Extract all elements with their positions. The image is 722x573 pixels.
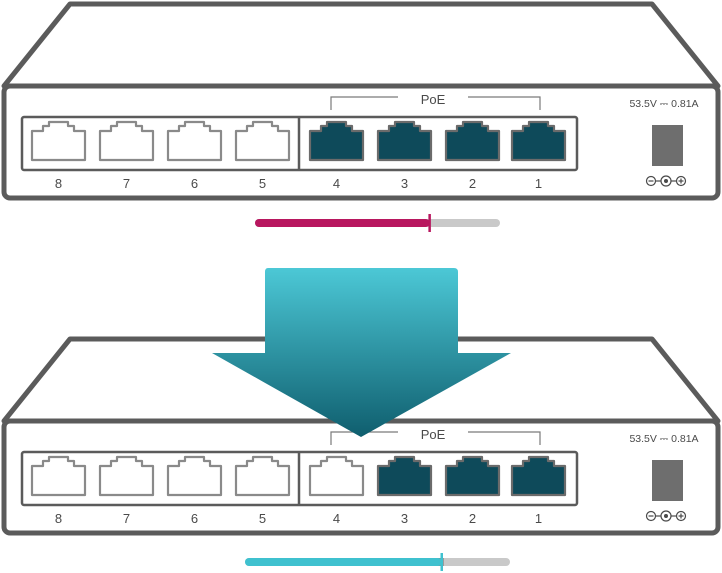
ethernet-port-5: 5 xyxy=(234,120,291,191)
port-number-label: 1 xyxy=(535,176,542,191)
port-number-label: 8 xyxy=(55,176,62,191)
down-arrow-icon xyxy=(212,268,511,437)
poe-port-active-icon xyxy=(376,455,433,497)
poe-label: PoE xyxy=(421,92,446,107)
port-inactive-icon xyxy=(234,455,291,497)
ethernet-port-3: 3 xyxy=(376,120,433,191)
poe-port-active-icon xyxy=(444,455,501,497)
port-number-label: 5 xyxy=(259,511,266,526)
port-number-label: 7 xyxy=(123,176,130,191)
port-number-label: 1 xyxy=(535,511,542,526)
poe-port-active-icon xyxy=(510,455,567,497)
ethernet-port-5: 5 xyxy=(234,455,291,526)
ethernet-port-6: 6 xyxy=(166,455,223,526)
ethernet-port-6: 6 xyxy=(166,120,223,191)
ethernet-port-8: 8 xyxy=(30,455,87,526)
polarity-symbol-icon xyxy=(645,510,687,522)
port-number-label: 8 xyxy=(55,511,62,526)
poe-bracket: PoE xyxy=(330,92,541,110)
port-number-label: 6 xyxy=(191,176,198,191)
power-rating-label: 53.5V ⎓ 0.81A xyxy=(629,98,698,110)
ethernet-port-7: 7 xyxy=(98,455,155,526)
ethernet-port-7: 7 xyxy=(98,120,155,191)
power-level-bar-after xyxy=(245,553,510,571)
switch-before: PoE 8 7 6 5 4 3 2 1 53.5V ⎓ 0.81A xyxy=(1,1,721,201)
port-number-label: 4 xyxy=(333,511,340,526)
port-inactive-icon xyxy=(98,455,155,497)
ethernet-port-3: 3 xyxy=(376,455,433,526)
power-rating-label: 53.5V ⎓ 0.81A xyxy=(629,433,698,445)
port-inactive-icon xyxy=(234,120,291,162)
port-inactive-icon xyxy=(308,455,365,497)
power-level-bar-before xyxy=(255,214,500,232)
poe-port-active-icon xyxy=(308,120,365,162)
poe-port-active-icon xyxy=(510,120,567,162)
poe-label: PoE xyxy=(421,427,446,442)
port-number-label: 2 xyxy=(469,511,476,526)
port-number-label: 7 xyxy=(123,511,130,526)
poe-bracket: PoE xyxy=(330,427,541,445)
ethernet-port-2: 2 xyxy=(444,455,501,526)
power-jack xyxy=(652,125,683,166)
port-number-label: 6 xyxy=(191,511,198,526)
polarity-symbol-icon xyxy=(645,175,687,187)
port-inactive-icon xyxy=(30,120,87,162)
port-inactive-icon xyxy=(166,455,223,497)
port-inactive-icon xyxy=(166,120,223,162)
port-number-label: 2 xyxy=(469,176,476,191)
poe-port-active-icon xyxy=(444,120,501,162)
port-inactive-icon xyxy=(98,120,155,162)
port-number-label: 4 xyxy=(333,176,340,191)
ethernet-port-1: 1 xyxy=(510,120,567,191)
port-number-label: 5 xyxy=(259,176,266,191)
port-inactive-icon xyxy=(30,455,87,497)
ethernet-port-4: 4 xyxy=(308,120,365,191)
ethernet-port-1: 1 xyxy=(510,455,567,526)
power-jack xyxy=(652,460,683,501)
port-number-label: 3 xyxy=(401,511,408,526)
ethernet-port-4: 4 xyxy=(308,455,365,526)
ethernet-port-8: 8 xyxy=(30,120,87,191)
switch-housing xyxy=(1,1,721,89)
port-number-label: 3 xyxy=(401,176,408,191)
ethernet-port-2: 2 xyxy=(444,120,501,191)
poe-port-active-icon xyxy=(376,120,433,162)
